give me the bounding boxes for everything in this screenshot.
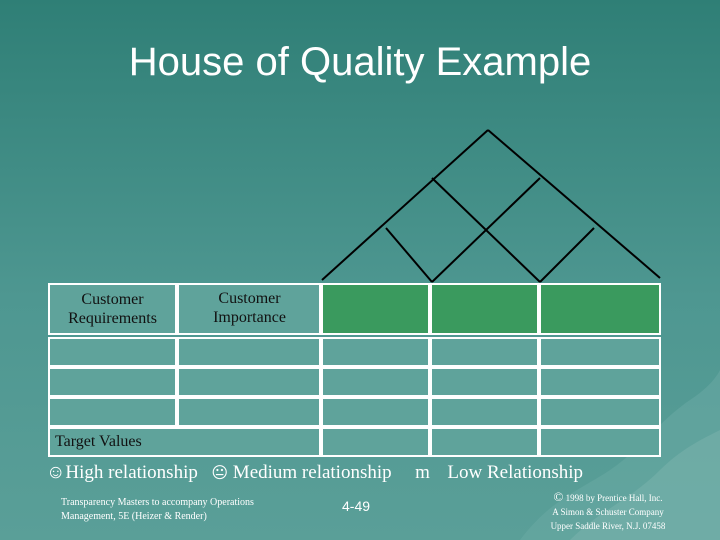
matrix-cell xyxy=(177,397,321,427)
customer-importance-header-cell xyxy=(177,283,321,335)
low-relationship-icon: m xyxy=(415,462,430,483)
high-relationship-icon: ☺ xyxy=(46,462,66,483)
customer-requirements-header-cell xyxy=(48,283,177,335)
target-values-label: Target Values xyxy=(55,433,142,450)
page-number: 4-49 xyxy=(342,498,371,514)
customer-importance-label: Customer Importance xyxy=(213,290,286,326)
matrix-cell xyxy=(430,367,539,397)
technical-attribute-cell-3 xyxy=(539,283,661,335)
footer-copyright: © 1998 by Prentice Hall, Inc. A Simon & … xyxy=(530,490,686,533)
footer-source-line-1: Transparency Masters to accompany Operat… xyxy=(61,497,254,508)
high-relationship-label: High relationship xyxy=(65,462,198,483)
target-value-cell xyxy=(430,427,539,457)
matrix-cell xyxy=(48,367,177,397)
matrix-cell xyxy=(48,337,177,367)
footer-source-note: Transparency Masters to accompany Operat… xyxy=(61,496,254,524)
customer-requirements-label: Customer Requirements xyxy=(68,291,157,327)
low-relationship-label: Low Relationship xyxy=(447,462,584,483)
relationship-legend: ☺High relationship 😐 Medium relationship… xyxy=(46,462,676,484)
matrix-cell xyxy=(321,337,430,367)
copyright-icon: © xyxy=(553,489,564,504)
decorative-wave-shape xyxy=(520,370,720,540)
matrix-cell xyxy=(539,337,661,367)
matrix-cell xyxy=(539,397,661,427)
matrix-cell xyxy=(177,337,321,367)
copyright-line-3: Upper Saddle River, N.J. 07458 xyxy=(550,521,666,531)
target-values-label-cell xyxy=(48,427,321,457)
technical-attribute-cell-1 xyxy=(321,283,430,335)
copyright-line-2: A Simon & Schuster Company xyxy=(552,507,664,517)
target-value-cell xyxy=(321,427,430,457)
medium-relationship-icon: 😐 xyxy=(211,463,229,482)
copyright-line-1: 1998 by Prentice Hall, Inc. xyxy=(565,493,663,503)
matrix-cell xyxy=(430,397,539,427)
correlation-roof xyxy=(321,129,661,283)
matrix-cell xyxy=(539,367,661,397)
matrix-cell xyxy=(321,367,430,397)
matrix-cell xyxy=(48,397,177,427)
technical-attribute-cell-2 xyxy=(430,283,539,335)
matrix-cell xyxy=(177,367,321,397)
medium-relationship-label: Medium relationship xyxy=(232,462,392,483)
target-value-cell xyxy=(539,427,661,457)
matrix-cell xyxy=(430,337,539,367)
page-title: House of Quality Example xyxy=(128,40,592,84)
matrix-cell xyxy=(321,397,430,427)
footer-source-line-2: Management, 5E (Heizer & Render) xyxy=(61,511,207,522)
